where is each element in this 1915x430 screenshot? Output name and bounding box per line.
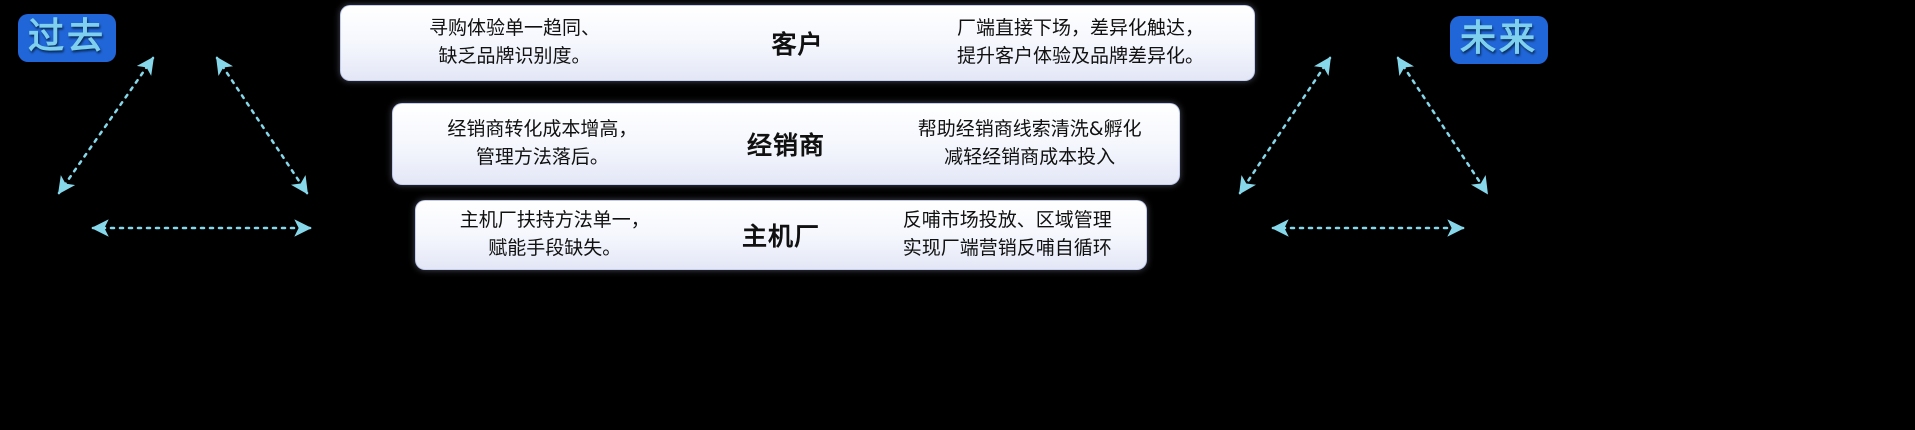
future-arrow-right-diagonal	[1396, 56, 1489, 195]
row-title-oem: 主机厂	[741, 222, 820, 251]
row-customer: 寻购体验单一趋同、 缺乏品牌识别度。 客户 厂端直接下场，差异化触达， 提升客户…	[340, 5, 1255, 81]
future-benefit-customer: 厂端直接下场，差异化触达， 提升客户体验及品牌差异化。	[957, 17, 1205, 67]
past-triangle-arrows	[57, 56, 312, 237]
row-oem: 主机厂扶持方法单一， 赋能手段缺失。 主机厂 反哺市场投放、区域管理 实现厂端营…	[415, 200, 1147, 270]
future-arrow-left-diagonal	[1238, 56, 1332, 195]
past-arrow-left-diagonal	[57, 56, 155, 195]
row-title-customer: 客户	[771, 30, 824, 59]
past-pain-dealer: 经销商转化成本增高， 管理方法落后。	[447, 118, 638, 168]
past-label: 过去	[18, 14, 117, 62]
past-pain-customer: 寻购体验单一趋同、 缺乏品牌识别度。	[428, 17, 600, 67]
future-label: 未来	[1450, 16, 1549, 64]
future-benefit-oem: 反哺市场投放、区域管理 实现厂端营销反哺自循环	[902, 209, 1112, 259]
future-benefit-dealer: 帮助经销商线索清洗&孵化 减轻经销商成本投入	[917, 118, 1142, 168]
row-dealer: 经销商转化成本增高， 管理方法落后。 经销商 帮助经销商线索清洗&孵化 减轻经销…	[392, 103, 1180, 185]
row-title-dealer: 经销商	[746, 131, 825, 160]
future-triangle-arrows	[1238, 56, 1489, 237]
past-pain-oem: 主机厂扶持方法单一， 赋能手段缺失。	[459, 209, 650, 259]
past-arrow-right-diagonal	[215, 56, 309, 195]
